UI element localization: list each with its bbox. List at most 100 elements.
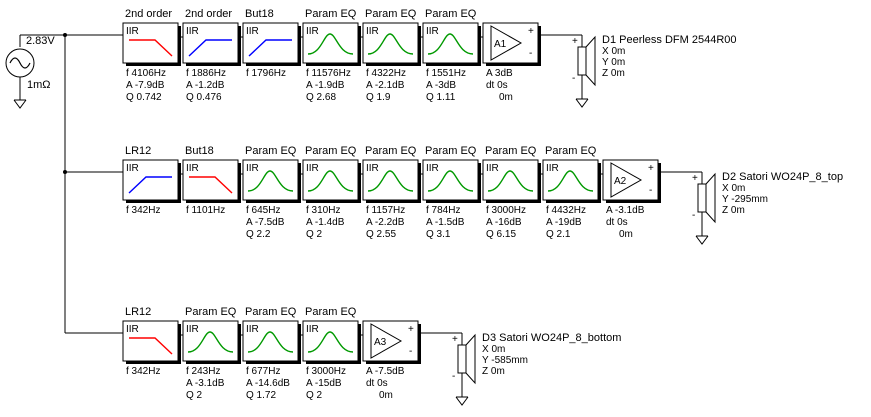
driver-coordinate: Z 0m (722, 205, 745, 216)
block-param: Q 2 (306, 229, 323, 240)
block-param: A -7.9dB (126, 80, 165, 91)
eq-curve-icon (547, 170, 594, 192)
block-param: A -7.5dB (246, 217, 285, 228)
block-param: A -14.6dB (246, 378, 290, 389)
voltage-source[interactable]: 2.83V 1mΩ (5, 35, 55, 109)
ground-triangle-icon (13, 99, 27, 109)
block-param: Q 2.55 (366, 229, 396, 240)
block-param: Q 2.2 (246, 229, 271, 240)
block-title: Param EQ (365, 145, 417, 157)
lowpass-curve-icon (189, 176, 233, 194)
amplifier-param: dt 0s (366, 378, 388, 389)
block-body (122, 22, 179, 64)
highpass-curve-icon (128, 176, 172, 194)
block-tag: IIR (126, 26, 139, 37)
amplifier-param: A -3.1dB (606, 205, 645, 216)
amplifier-param: dt 0s (486, 80, 508, 91)
block-param: f 1551Hz (426, 68, 466, 79)
driver-name: D2 Satori WO24P_8_top (722, 171, 843, 183)
block-tag: IIR (186, 26, 199, 37)
block-body (302, 320, 359, 362)
amplifier-plus: + (528, 26, 534, 37)
signal-bus (20, 33, 123, 334)
block-body (242, 22, 299, 64)
amplifier-label: A1 (494, 39, 507, 50)
block-tag: IIR (366, 163, 379, 174)
eq-curve-icon (487, 170, 534, 192)
eq-curve-icon (367, 33, 414, 55)
block-title: Param EQ (425, 145, 477, 157)
block-title: Param EQ (245, 306, 297, 318)
block-body (122, 159, 179, 201)
amplifier-param: 0m (379, 390, 393, 401)
block-param: Q 1.11 (426, 92, 456, 103)
amplifier-param: 0m (499, 92, 513, 103)
driver-plus: + (452, 334, 458, 345)
block-body (362, 159, 419, 201)
block-title: Param EQ (305, 306, 357, 318)
lowpass-curve-icon (129, 39, 173, 57)
block-title: 2nd order (185, 8, 232, 20)
sine-icon (9, 57, 31, 69)
block-title: Param EQ (545, 145, 597, 157)
amplifier-minus: - (409, 346, 412, 357)
driver-coordinate: X 0m (602, 46, 625, 57)
block-param: f 4322Hz (366, 68, 406, 79)
amplifier-plus: + (648, 163, 654, 174)
block-param: f 342Hz (126, 205, 160, 216)
driver-coordinate: Y -585mm (482, 355, 528, 366)
block-title: LR12 (125, 306, 151, 318)
block-param: Q 1.9 (366, 92, 391, 103)
block-param: f 342Hz (126, 366, 160, 377)
block-tag: IIR (246, 163, 259, 174)
block-title: 2nd order (125, 8, 172, 20)
block-param: A -2.2dB (366, 217, 405, 228)
lowpass-curve-icon (129, 337, 173, 355)
driver-coordinate: X 0m (722, 183, 745, 194)
amplifier-label: A2 (614, 176, 627, 187)
block-tag: IIR (366, 26, 379, 37)
block-param: A -15dB (306, 378, 342, 389)
block-body (242, 320, 299, 362)
block-param: A -1.4dB (306, 217, 345, 228)
driver-plus: + (692, 173, 698, 184)
block-param: f 1157Hz (366, 205, 405, 216)
block-param: Q 0.476 (186, 92, 222, 103)
driver-minus: - (452, 371, 455, 382)
block-title: Param EQ (245, 145, 297, 157)
block-param: A -19dB (546, 217, 582, 228)
speaker-cone-icon (465, 333, 476, 385)
block-tag: IIR (486, 163, 499, 174)
highpass-curve-icon (248, 39, 292, 57)
speaker-cone-icon (705, 172, 716, 224)
block-tag: IIR (126, 324, 139, 335)
eq-curve-icon (427, 33, 474, 55)
source-resistance: 1mΩ (27, 79, 51, 91)
